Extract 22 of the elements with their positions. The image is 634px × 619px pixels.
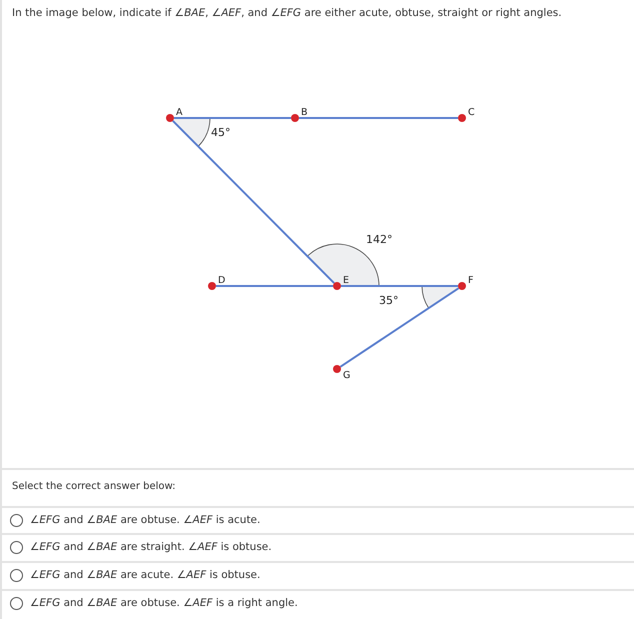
line-segment xyxy=(172,120,335,284)
point-label: F xyxy=(468,275,474,286)
angle-label: 35° xyxy=(379,294,398,307)
line-segment xyxy=(299,117,458,119)
point-label: A xyxy=(176,107,182,118)
answer-option: ∠EFG and ∠BAE are obtuse. ∠AEF is a right angle. xyxy=(30,597,298,609)
line-segment xyxy=(216,285,333,287)
line-segment xyxy=(174,117,291,119)
point-label: C xyxy=(468,107,475,118)
line-segment xyxy=(341,285,458,287)
answer-option: ∠EFG and ∠BAE are obtuse. ∠AEF is acute. xyxy=(30,514,260,526)
point-label: B xyxy=(301,107,308,118)
point-label: G xyxy=(343,370,350,381)
prompt-text: Select the correct answer below: xyxy=(12,481,176,492)
question-text: In the image below, indicate if ∠BAE, ∠AEF, and ∠EFG are either acute, obtuse, straight or right angles. xyxy=(12,7,563,19)
angle-label: 142° xyxy=(366,233,392,246)
angle-label: 45° xyxy=(211,126,230,139)
answer-option: ∠EFG and ∠BAE are straight. ∠AEF is obtuse. xyxy=(30,541,272,553)
line-segment xyxy=(340,287,460,368)
point-label: D xyxy=(218,275,226,286)
point-label: E xyxy=(343,275,350,286)
answer-option: ∠EFG and ∠BAE are acute. ∠AEF is obtuse. xyxy=(30,569,260,581)
